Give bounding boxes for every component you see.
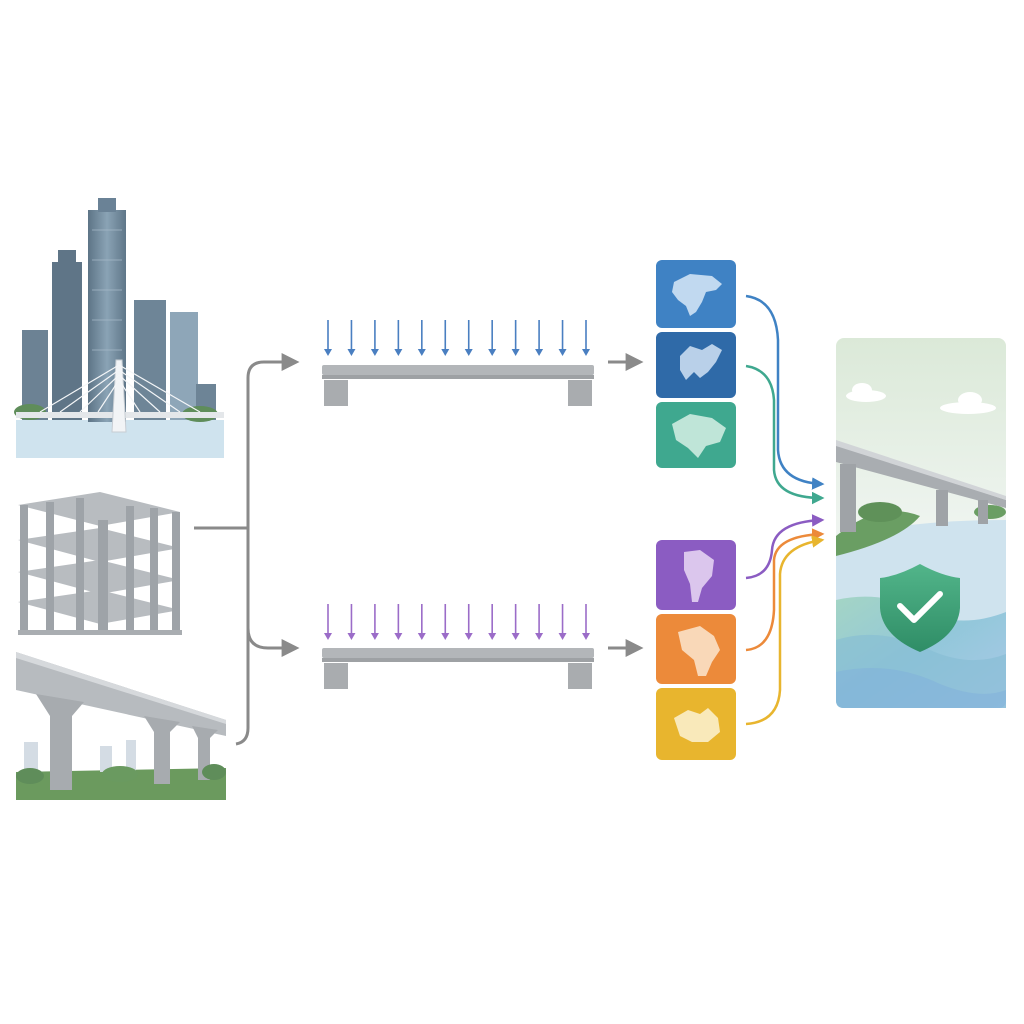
load-lower-arrow-head	[488, 633, 497, 640]
load-lower-arrow-head	[394, 633, 403, 640]
shield-check-icon	[880, 564, 960, 652]
load-lower-arrow-head	[558, 633, 567, 640]
region-tile-asia	[656, 402, 736, 468]
load-upper-arrow-head	[488, 349, 497, 356]
load-upper-arrow-head	[370, 349, 379, 356]
load-lower-arrow-head	[347, 633, 356, 640]
region-tile-north-america	[656, 260, 736, 328]
structure-connector	[194, 353, 300, 746]
load-upper-arrow-head	[511, 349, 520, 356]
load-lower-arrow-head	[370, 633, 379, 640]
load-upper-arrow-head	[324, 349, 332, 356]
region-tile-oceania	[656, 688, 736, 760]
australia-map-icon	[674, 708, 720, 742]
cloud-icon	[846, 383, 996, 414]
europe-map-icon	[680, 344, 722, 380]
load-lower-arrow-head	[511, 633, 520, 640]
concrete-building-frame	[18, 492, 182, 635]
beam-lower	[322, 648, 594, 689]
africa-map-icon	[678, 626, 720, 676]
load-upper-arrow-head	[394, 349, 403, 356]
load-upper-arrow-head	[347, 349, 356, 356]
load-upper-arrow-head	[558, 349, 567, 356]
elevated-highway-viaduct	[16, 652, 226, 800]
load-lower-arrow-head	[324, 633, 332, 640]
distributed-load-arrows-lower	[324, 604, 590, 640]
result-panel	[836, 338, 1006, 708]
region-to-result-curves	[745, 294, 825, 726]
north-america-map-icon	[672, 274, 722, 316]
load-upper-arrow-head	[417, 349, 426, 356]
load-upper-arrow-head	[464, 349, 473, 356]
skyline-with-cable-stayed-bridge	[14, 198, 224, 460]
load-upper-arrow-head	[535, 349, 544, 356]
load-lower-arrow-head	[535, 633, 544, 640]
region-tile-africa	[656, 614, 736, 684]
region-tile-south-america	[656, 540, 736, 610]
load-upper-arrow-head	[582, 349, 590, 356]
load-lower-arrow-head	[441, 633, 450, 640]
south-america-map-icon	[684, 550, 714, 602]
asia-map-icon	[672, 414, 726, 458]
load-lower-arrow-head	[464, 633, 473, 640]
region-tile-europe	[656, 332, 736, 398]
load-lower-arrow-head	[582, 633, 590, 640]
distributed-load-arrows-upper	[324, 320, 590, 356]
beam-upper	[322, 365, 594, 406]
load-upper-arrow-head	[441, 349, 450, 356]
load-lower-arrow-head	[417, 633, 426, 640]
load-to-region-arrows	[608, 353, 644, 657]
